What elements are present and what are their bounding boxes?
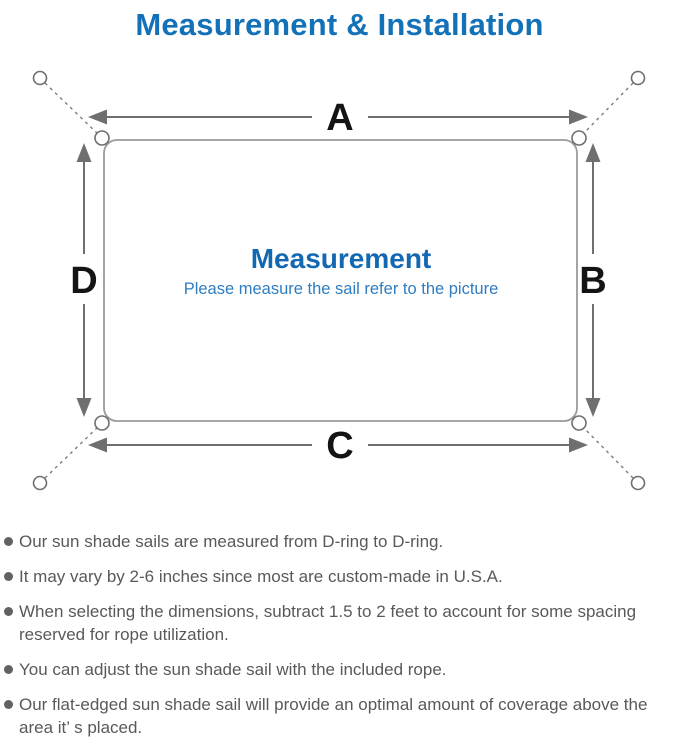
list-item-text: You can adjust the sun shade sail with t… [19,660,447,679]
dimension-label-b: B [579,260,606,302]
list-item-text: Our sun shade sails are measured from D-… [19,532,444,551]
diagram-center-title: Measurement [251,243,432,274]
diagram-center-subtitle: Please measure the sail refer to the pic… [184,280,499,298]
anchor-ring-icon-bottom-right [630,475,646,491]
list-item: You can adjust the sun shade sail with t… [4,658,671,681]
measurement-diagram: A C D B Measurem [32,70,646,491]
list-item: When selecting the dimensions, subtract … [4,600,671,646]
arrowheads-a [88,109,588,125]
d-ring-icon-top-right [571,130,587,146]
sail-outline [103,139,578,422]
anchor-ring-icon-top-left [32,70,48,86]
rope-line-top-right [581,82,634,136]
rope-line-bottom-right [581,425,634,479]
d-ring-icon-top-left [94,130,110,146]
list-item-text: When selecting the dimensions, subtract … [19,602,637,644]
arrowheads-d [76,143,92,417]
list-item: Our flat-edged sun shade sail will provi… [4,693,671,739]
page-title: Measurement & Installation [135,7,544,42]
list-item-text: It may vary by 2-6 inches since most are… [19,567,503,586]
list-item-text: Our flat-edged sun shade sail will provi… [19,695,648,737]
bullet-icon [4,537,13,546]
d-ring-icon-bottom-left [94,415,110,431]
anchor-ring-icon-top-right [630,70,646,86]
anchor-ring-icon-bottom-left [32,475,48,491]
rope-dashed-lines [44,82,634,479]
bullet-icon [4,665,13,674]
list-item: Our sun shade sails are measured from D-… [4,530,671,553]
dimension-label-c: C [326,425,353,467]
corner-d-rings [94,130,587,431]
dimension-label-a: A [326,97,353,139]
arrowheads-b [585,143,601,417]
bullet-icon [4,607,13,616]
rope-line-top-left [44,82,100,136]
instruction-list: Our sun shade sails are measured from D-… [0,530,679,739]
rope-line-bottom-left [44,425,100,479]
dimension-label-d: D [70,260,97,302]
arrowheads-c [88,437,588,453]
anchor-rings [32,70,646,491]
d-ring-icon-bottom-right [571,415,587,431]
bullet-icon [4,700,13,709]
list-item: It may vary by 2-6 inches since most are… [4,565,671,588]
bullet-icon [4,572,13,581]
